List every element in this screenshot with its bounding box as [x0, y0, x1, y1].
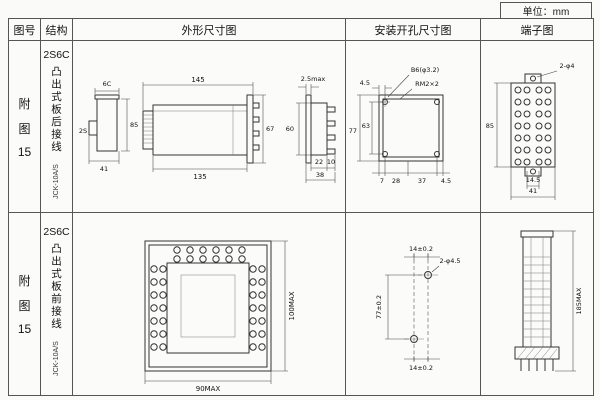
dim-22: 22	[315, 158, 323, 166]
panel-cutout	[378, 94, 444, 162]
front-face-dimensions: 100MAX 90MAX	[144, 240, 296, 393]
terminal-drawing-rear: 2-φ4 85 14.5 41	[486, 62, 575, 200]
outline-drawing-rear: 6C 2S 85 41 145 135	[79, 75, 336, 183]
dim-85: 85	[130, 121, 138, 129]
dim-4-5-top: 4.5	[360, 79, 370, 87]
dim-67: 67	[266, 125, 274, 133]
dim-38: 38	[316, 171, 324, 179]
dim-2-phi4-5: 2-φ4.5	[439, 257, 460, 265]
terminal-cell-row2: 185MAX	[481, 213, 593, 395]
dim-37: 37	[418, 177, 426, 185]
figure-char: 图	[18, 121, 31, 136]
structure-cell-row1: 2S6C 凸出式板后接线 JCK-10A/S	[41, 41, 73, 213]
structure-cell-row2: 2S6C 凸出式板前接线 JCK-10A/S	[41, 213, 73, 395]
outline-cell-row2: 100MAX 90MAX	[73, 213, 346, 395]
unit-label: 单位：mm	[500, 2, 592, 19]
structure-model-wrap: JCK-10A/S	[50, 158, 64, 204]
side-view: 145 135 67	[142, 76, 274, 181]
col-header-mounting: 安装开孔尺寸图	[346, 19, 481, 41]
dim-185max: 185MAX	[575, 287, 583, 314]
figure-char: 图	[18, 299, 31, 313]
dim-135: 135	[193, 173, 206, 181]
dim-2-5max: 2.5max	[301, 75, 326, 83]
structure-code: 2S6C	[43, 48, 70, 61]
mounting-cell-row1: 4.5 B6(φ3.2) RM2×2 77 63 7 28 37 4.5	[346, 41, 481, 213]
figure-cell-row1: 附 图 15	[9, 41, 41, 213]
spec-table: 图号 结构 外形尺寸图 安装开孔尺寸图 端子图 附 图 15 2S6C 凸出式板…	[8, 18, 594, 396]
terminal-drawing-front: 185MAX	[514, 230, 583, 372]
terminal-dimensions: 2-φ4 85 14.5 41	[486, 62, 575, 200]
col-header-structure: 结构	[41, 19, 73, 41]
figure-number: 15	[17, 144, 32, 159]
dim-41-terminal: 41	[529, 187, 537, 195]
dim-77: 77	[349, 127, 357, 135]
drill-dimensions: 14±0.2 2-φ4.5 77±0.2 14±0.2	[375, 245, 461, 372]
dim-100max: 100MAX	[288, 291, 296, 320]
dim-77-front: 77±0.2	[375, 295, 383, 319]
structure-model-wrap: JCK-10A/S	[50, 336, 64, 382]
dim-14-top: 14±0.2	[409, 245, 433, 253]
terminal-block	[510, 73, 556, 177]
dim-2s: 2S	[79, 127, 87, 135]
dim-10: 10	[327, 158, 335, 166]
figure-char: 附	[18, 96, 31, 111]
figure-cell-row2: 附 图 15	[9, 213, 41, 395]
structure-model: JCK-10A/S	[53, 341, 60, 377]
dim-14-5: 14.5	[526, 176, 540, 184]
front-view: 6C 2S 85 41	[79, 80, 138, 173]
structure-wiring-type: 凸出式板前接线	[50, 243, 62, 331]
outline-drawing-front: 100MAX 90MAX	[144, 240, 296, 393]
dim-60: 60	[286, 125, 294, 133]
dim-28: 28	[392, 177, 400, 185]
drill-holes	[404, 253, 438, 361]
col-header-terminal: 端子图	[481, 19, 593, 41]
mounting-dimensions: 4.5 B6(φ3.2) RM2×2 77 63 7 28 37 4.5	[349, 66, 451, 185]
dim-6c: 6C	[103, 80, 112, 88]
mounting-cell-row2: 14±0.2 2-φ4.5 77±0.2 14±0.2	[346, 213, 481, 395]
col-header-outline: 外形尺寸图	[73, 19, 346, 41]
relay-side-view	[514, 230, 560, 371]
mounting-drawing-rear: 4.5 B6(φ3.2) RM2×2 77 63 7 28 37 4.5	[349, 66, 451, 185]
figure-number: 15	[17, 322, 32, 336]
structure-model: JCK-10A/S	[53, 163, 60, 199]
dim-63: 63	[362, 122, 370, 130]
hole-spec-label: B6(φ3.2)	[411, 66, 439, 74]
structure-code: 2S6C	[43, 226, 70, 239]
dim-145: 145	[191, 76, 204, 84]
dim-85-terminal: 85	[486, 122, 494, 130]
dim-4-5-bottom: 4.5	[441, 177, 451, 185]
col-header-figure: 图号	[9, 19, 41, 41]
structure-wiring-type: 凸出式板后接线	[50, 65, 62, 154]
dim-41: 41	[100, 165, 108, 173]
front-face-view	[144, 240, 272, 372]
dim-2-phi4: 2-φ4	[560, 62, 575, 70]
thread-spec-label: RM2×2	[415, 80, 439, 88]
relay-side-dimensions: 185MAX	[553, 230, 583, 372]
mounting-drawing-front: 14±0.2 2-φ4.5 77±0.2 14±0.2	[375, 245, 461, 372]
outline-cell-row1: 6C 2S 85 41 145 135	[73, 41, 346, 213]
figure-char: 附	[18, 274, 31, 288]
rear-view: 60 2.5max 22 10 38	[286, 75, 336, 183]
dim-90max: 90MAX	[196, 385, 221, 393]
terminal-cell-row1: 2-φ4 85 14.5 41	[481, 41, 593, 213]
dim-14-bottom: 14±0.2	[409, 364, 433, 372]
dim-7: 7	[380, 177, 384, 185]
